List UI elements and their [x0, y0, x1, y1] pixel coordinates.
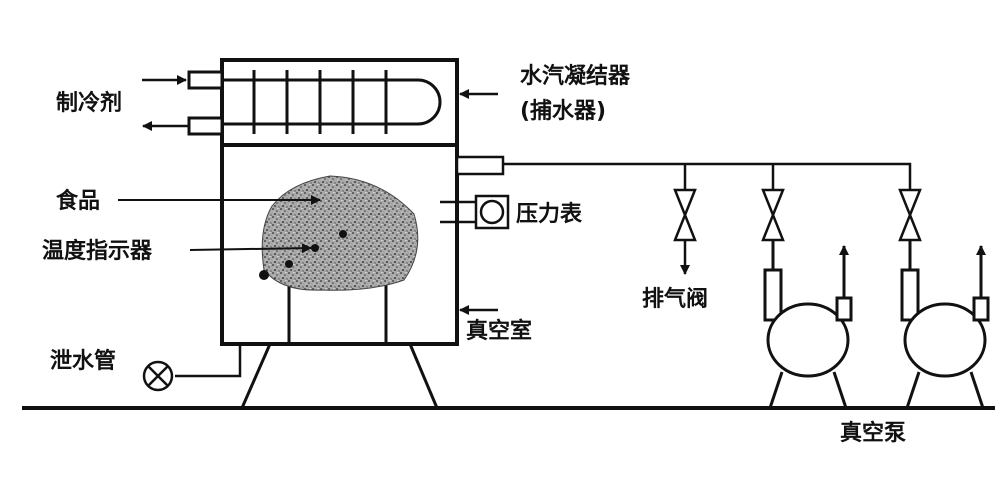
temp-indicator-label: 温度指示器	[42, 238, 153, 264]
valve-vent	[673, 188, 697, 242]
vacuum-pump-1	[763, 240, 853, 409]
pressure-gauge-label: 压力表	[516, 202, 583, 227]
food-stand	[287, 285, 388, 344]
chamber-legs	[240, 343, 439, 409]
valve-pump-1	[761, 188, 785, 242]
refrigerant-ports	[187, 70, 224, 136]
condenser-coil	[222, 70, 442, 134]
drain-pipe-label: 泄水管	[50, 348, 116, 374]
vacuum-chamber-label: 真空室	[466, 318, 532, 344]
condenser-label: 水汽凝结器	[520, 63, 631, 89]
refrigerant-label: 制冷剂	[56, 90, 122, 116]
valve-pump-2	[898, 188, 922, 242]
food-label: 食品	[56, 188, 100, 214]
drain-valve-icon	[142, 360, 174, 392]
vacuum-line	[455, 155, 912, 190]
vacuum-pump-2	[900, 240, 990, 409]
drain-pipe	[175, 344, 242, 378]
pressure-gauge-icon	[440, 194, 510, 230]
vacuum-pump-label: 真空泵	[840, 420, 906, 446]
vent-valve-label: 排气阀	[642, 286, 708, 312]
temp-indicator-pointer	[189, 243, 312, 254]
condenser-sublabel: (捕水器)	[520, 99, 606, 124]
temperature-probe	[259, 230, 347, 280]
